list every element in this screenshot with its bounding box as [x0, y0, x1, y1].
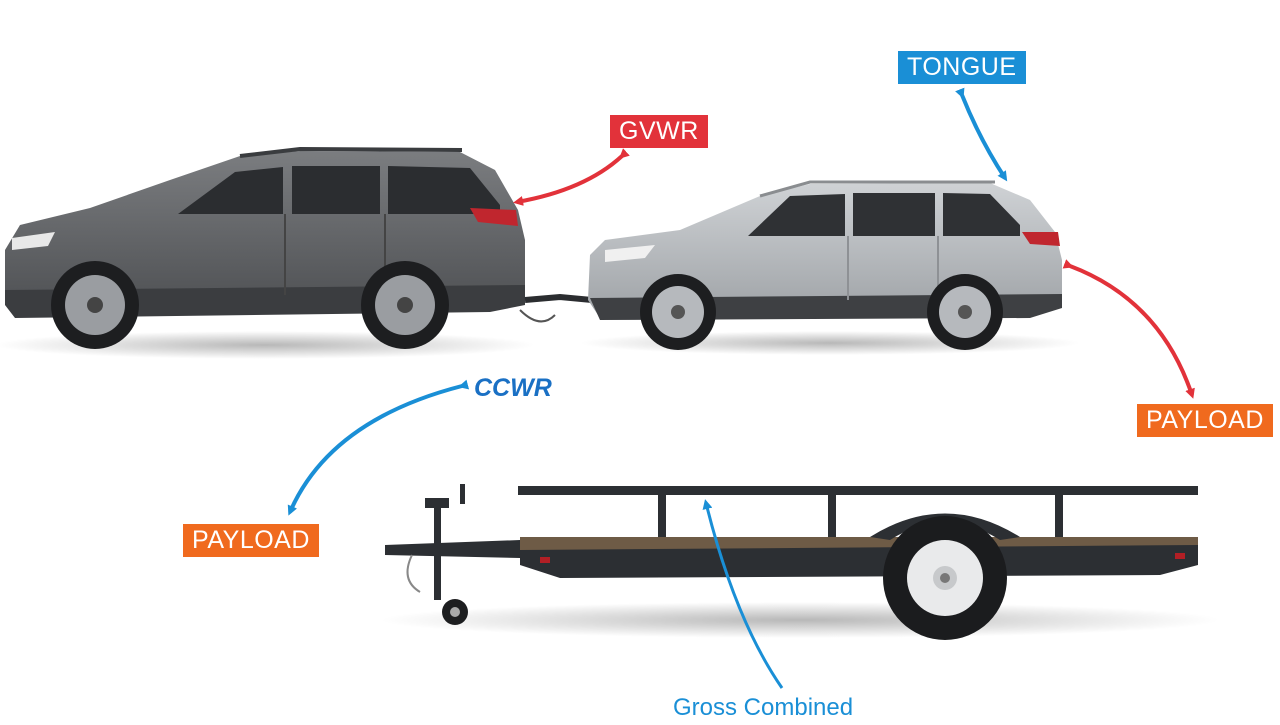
tongue-arrow	[955, 87, 1008, 182]
gvwr-arrow	[513, 148, 630, 206]
cgvwr-arrow	[287, 379, 470, 516]
cgvwr-label: CCWR	[474, 374, 552, 402]
utility-trailer-icon	[385, 484, 1198, 640]
hitch-icon	[519, 293, 593, 323]
tongue-label: TONGUE	[898, 51, 1026, 84]
gross-combined-arrow	[702, 499, 784, 689]
dark-suv-icon	[5, 146, 525, 349]
gvwr-label: GVWR	[610, 115, 708, 148]
gross-combined-label: Gross Combined	[673, 694, 854, 721]
payload-right-arrow	[1062, 259, 1195, 399]
payload-left-label: PAYLOAD	[183, 524, 319, 557]
payload-right-label: PAYLOAD	[1137, 404, 1273, 437]
silver-suv-icon	[588, 180, 1062, 350]
